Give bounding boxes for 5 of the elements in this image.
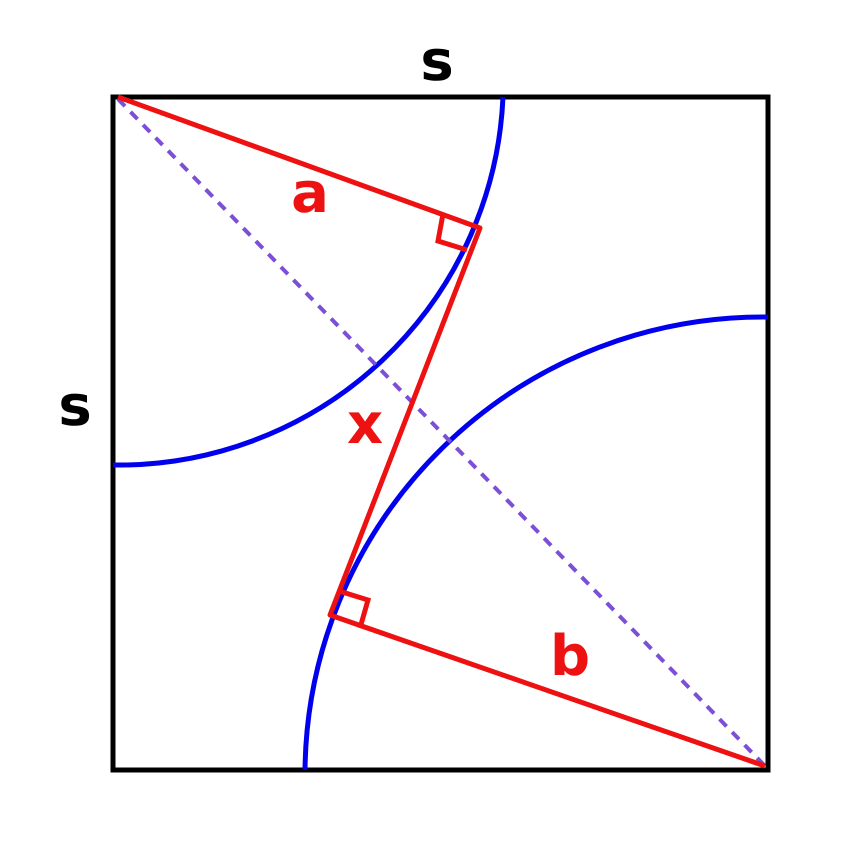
variable-label: s	[58, 374, 92, 439]
variable-label: a	[291, 161, 329, 226]
variable-label: x	[346, 392, 384, 457]
variable-label: b	[550, 624, 590, 689]
variable-label: s	[420, 29, 454, 94]
